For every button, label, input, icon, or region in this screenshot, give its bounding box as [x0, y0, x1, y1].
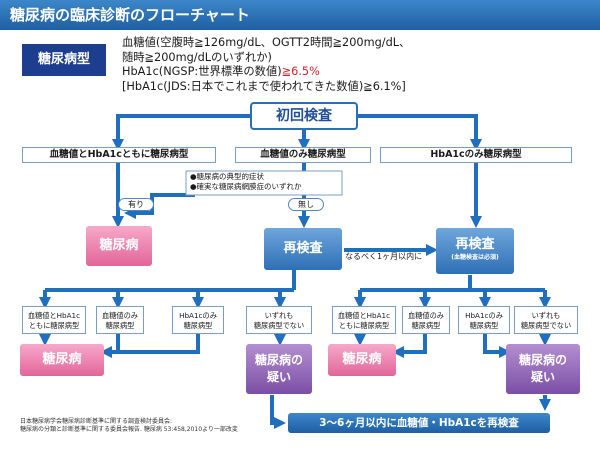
criteria-hba1c-value: ≧6.5% [281, 65, 320, 78]
retest-box-middle: 再検査 [264, 228, 342, 270]
condition-item-symptoms: ●糖尿病の典型的症状 [190, 172, 265, 181]
sub-neither-left-l1: いずれも [264, 311, 294, 320]
branch-both-diabetic: 血糖値とHbA1cともに糖尿病型 [22, 147, 216, 163]
retest-box-right-note: (血糖検査は必須) [451, 254, 499, 261]
diabetes-type-badge: 糖尿病型 [22, 44, 106, 76]
sub-neither-right-l1: いずれも [531, 311, 561, 320]
reference-line-1: 日本糖尿病学会糖尿病診断基準に関する調査検討委員会: [20, 418, 173, 425]
diabetes-box-top: 糖尿病 [86, 226, 152, 266]
diabetes-box-bottom-right: 糖尿病 [328, 344, 396, 376]
sub-neither-right-l2: 糖尿病型でない [520, 320, 572, 330]
sub-both-right: 血糖値とHbA1c ともに糖尿病型 [332, 306, 396, 334]
criteria-line-2: 随時≧200mg/dLのいずれか) [122, 50, 272, 64]
sub-hba-left: HbA1cのみ 糖尿病型 [172, 306, 224, 334]
sub-glu-right: 血糖値のみ 糖尿病型 [402, 306, 450, 334]
sub-both-left-l2: ともに糖尿病型 [28, 320, 80, 330]
criteria-hba1c: HbA1c(NGSP:世界標準の数値) [122, 65, 282, 78]
criteria-line-3: HbA1c(NGSP:世界標準の数値)≧6.5% [122, 65, 592, 80]
suspicion-left-l1: 糖尿病の [254, 353, 303, 367]
sub-glu-right-l1: 血糖値のみ [408, 311, 444, 320]
sub-glu-right-l2: 糖尿病型 [411, 320, 441, 330]
page-title: 糖尿病の臨床診断のフローチャート [0, 0, 600, 30]
within-month-note: なるべく1ヶ月以内に [345, 252, 423, 261]
sub-hba-right-l1: HbA1cのみ [465, 311, 503, 320]
sub-neither-left-l2: 糖尿病型でない [253, 320, 305, 330]
sub-hba-left-l2: 糖尿病型 [183, 320, 213, 330]
condition-box: ●糖尿病の典型的症状 ●確実な糖尿病網膜症のいずれか [190, 172, 338, 192]
sub-hba-left-l1: HbA1cのみ [179, 311, 217, 320]
suspicion-right-l1: 糖尿病の [518, 353, 567, 367]
retest-box-right: 再検査 (血糖検査は必須) [436, 228, 514, 274]
sub-glu-left-l1: 血糖値のみ [102, 311, 138, 320]
no-label: 無し [288, 198, 324, 211]
criteria-line-1: 血糖値(空腹時≧126mg/dL、OGTT2時間≧200mg/dL、 [122, 36, 411, 49]
suspicion-left-l2: 疑い [266, 370, 291, 384]
condition-item-retinopathy: ●確実な糖尿病網膜症のいずれか [190, 182, 302, 191]
sub-neither-left: いずれも 糖尿病型でない [246, 306, 312, 334]
sub-glu-left: 血糖値のみ 糖尿病型 [96, 306, 144, 334]
suspicion-box-left: 糖尿病の 疑い [246, 344, 312, 394]
branch-hba1c-only: HbA1cのみ糖尿病型 [380, 147, 572, 163]
sub-neither-right: いずれも 糖尿病型でない [514, 306, 578, 334]
sub-both-left-l1: 血糖値とHbA1c [27, 311, 81, 320]
branch-glucose-only: 血糖値のみ糖尿病型 [235, 147, 371, 163]
sub-both-left: 血糖値とHbA1c ともに糖尿病型 [22, 306, 86, 334]
reference-line-2: 糖尿病の分類と診断基準に関する委員会報告. 糖尿病 53:458,2010より一… [20, 426, 238, 433]
suspicion-right-l2: 疑い [530, 370, 555, 384]
final-retest-banner: 3〜6ヶ月以内に血糖値・HbA1cを再検査 [288, 413, 550, 433]
diabetes-box-bottom-left: 糖尿病 [20, 344, 104, 376]
sub-both-right-l1: 血糖値とHbA1c [337, 311, 391, 320]
sub-glu-left-l2: 糖尿病型 [105, 320, 135, 330]
criteria-line-4: [HbA1c(JDS:日本でこれまで使われてきた数値)≧6.1%] [122, 79, 406, 93]
sub-hba-right: HbA1cのみ 糖尿病型 [458, 306, 510, 334]
yes-label: 有り [118, 198, 154, 211]
sub-both-right-l2: ともに糖尿病型 [338, 320, 390, 330]
suspicion-box-right: 糖尿病の 疑い [506, 344, 580, 394]
retest-box-right-label: 再検査 [455, 237, 495, 252]
initial-test-box: 初回検査 [250, 102, 358, 130]
reference-note: 日本糖尿病学会糖尿病診断基準に関する調査検討委員会: 糖尿病の分類と診断基準に関… [20, 418, 282, 434]
sub-hba-right-l2: 糖尿病型 [469, 320, 499, 330]
criteria-text: 血糖値(空腹時≧126mg/dL、OGTT2時間≧200mg/dL、 随時≧20… [122, 36, 592, 94]
